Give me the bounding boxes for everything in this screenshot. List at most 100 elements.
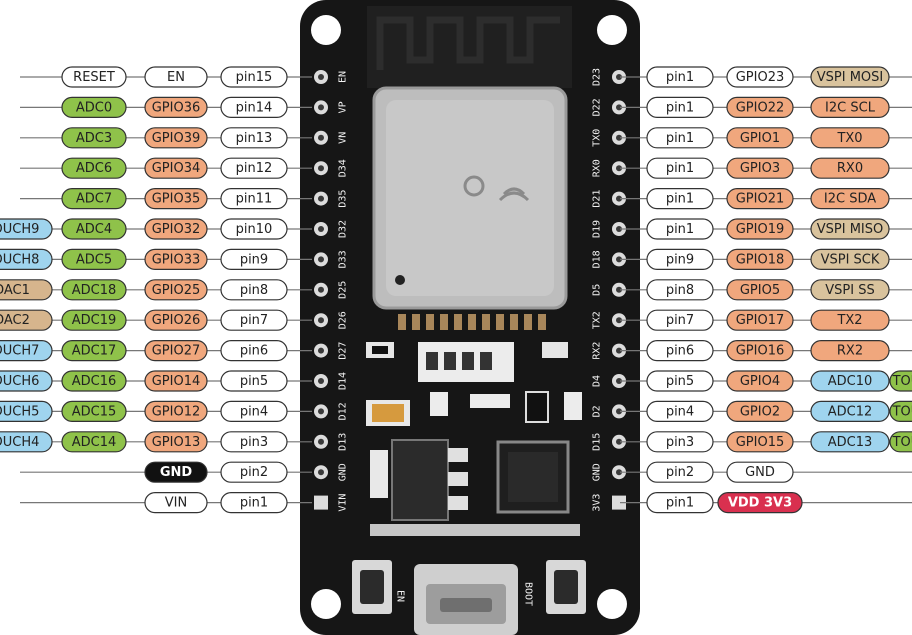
left-silk-label: D35 — [338, 190, 349, 208]
left-silk-label: VN — [338, 132, 349, 144]
right-pin-label: pin6 — [646, 340, 714, 362]
left-header-pin: D33 — [314, 250, 349, 268]
left-pin-label: pin2 — [220, 461, 288, 483]
left-silk-label: D12 — [338, 402, 349, 420]
right-pin-label-text: pin4 — [666, 404, 694, 419]
left-header-pin: D14 — [314, 372, 349, 390]
right-pin-label: pin1 — [646, 66, 714, 88]
left-silk-label: D25 — [338, 281, 349, 299]
left-pin-label: pin9 — [220, 248, 288, 270]
right-func-label-text: RX0 — [837, 161, 863, 176]
left-gpio-label-bg — [144, 492, 208, 514]
left-silk-label: D27 — [338, 342, 349, 360]
boot-button[interactable] — [546, 560, 586, 614]
right-pin-label-text: pin1 — [666, 496, 694, 511]
right-pin-label-bg — [646, 492, 714, 514]
right-gpio-label-bg — [726, 157, 794, 179]
right-gpio-label-text: VDD 3V3 — [728, 496, 792, 511]
left-ext-label-text: DAC1 — [0, 283, 30, 298]
left-ext-label: TOUCH8 — [0, 248, 53, 270]
right-pin-label-bg — [646, 218, 714, 240]
left-adc-label: ADC17 — [61, 340, 127, 362]
right-func-label: VSPI MISO — [810, 218, 890, 240]
left-pin-label: pin8 — [220, 279, 288, 301]
right-ext-label-text: TOUCH0 — [892, 374, 912, 389]
right-gpio-label: GPIO22 — [726, 96, 794, 119]
right-header-pin: D19 — [592, 220, 626, 238]
right-func-label: I2C SCL — [810, 96, 890, 119]
left-adc-label-bg — [61, 400, 127, 422]
right-func-label-text: I2C SCL — [825, 100, 876, 115]
right-pin-label-text: pin7 — [666, 313, 694, 328]
left-silk-label: D33 — [338, 250, 349, 268]
left-adc-label-text: ADC18 — [72, 283, 117, 298]
right-gpio-label-bg — [726, 431, 794, 453]
right-pin-label: pin2 — [646, 461, 714, 483]
left-gpio-label-bg — [144, 309, 208, 331]
left-adc-label-text: ADC4 — [76, 222, 112, 237]
left-gpio-label: GPIO25 — [144, 279, 208, 301]
right-silk-label: D19 — [592, 220, 603, 238]
wroom-module-inner — [386, 100, 554, 296]
ce-mark-icon — [463, 175, 485, 197]
left-gpio-label-text: GPIO12 — [152, 404, 201, 419]
left-pin-label-text: pin5 — [240, 374, 268, 389]
esp32-board: EN BOOT ENVPVND34D35D32D33D25D26D27D14D1… — [300, 0, 640, 635]
left-adc-label: RESET — [61, 66, 127, 88]
left-gpio-label-bg — [144, 157, 208, 179]
left-ext-label-bg — [0, 279, 53, 301]
right-pin-label-text: pin3 — [666, 435, 694, 450]
left-gpio-label-bg — [144, 400, 208, 422]
left-silk-label: D34 — [338, 159, 349, 177]
left-pin-label: pin6 — [220, 340, 288, 362]
left-ext-label-bg — [0, 431, 53, 453]
left-pin-label-text: pin8 — [240, 283, 268, 298]
left-pin-label-bg — [220, 309, 288, 331]
right-func-label-text: VSPI SCK — [821, 252, 880, 267]
left-pin-label: pin15 — [220, 66, 288, 88]
left-adc-label-text: ADC17 — [72, 344, 117, 359]
right-gpio-label-bg — [726, 400, 794, 422]
right-header-pin: TX0 — [592, 129, 626, 147]
left-gpio-label: GPIO36 — [144, 96, 208, 119]
right-ext-label: TOUCH2 — [889, 400, 912, 422]
left-pin-label: pin4 — [220, 400, 288, 422]
right-gpio-label: GPIO5 — [726, 279, 794, 301]
right-func-label-text: VSPI MISO — [817, 222, 884, 237]
right-pin-label: pin7 — [646, 309, 714, 331]
left-pin-label-bg — [220, 431, 288, 453]
left-gpio-label-text: GPIO13 — [152, 435, 201, 450]
right-gpio-label-bg — [726, 461, 794, 483]
right-silk-label: 3V3 — [592, 494, 603, 512]
left-gpio-label-text: GPIO36 — [152, 100, 201, 115]
right-func-label-bg — [810, 370, 890, 392]
pin1-dot — [395, 275, 405, 285]
right-func-label-text: TX0 — [836, 131, 862, 146]
right-silk-label: D22 — [592, 98, 603, 116]
right-gpio-label: GPIO21 — [726, 188, 794, 210]
right-header-pins: D23D22TX0RX0D21D19D18D5TX2RX2D4D2D15GND3… — [592, 68, 626, 512]
left-pin-label: pin11 — [220, 188, 288, 210]
left-silk-label: EN — [338, 71, 349, 83]
right-pin-label-bg — [646, 157, 714, 179]
right-pin-label-bg — [646, 66, 714, 88]
left-gpio-label: VIN — [144, 492, 208, 514]
micro-usb-port[interactable] — [414, 564, 518, 635]
right-func-label-bg — [810, 96, 890, 119]
left-gpio-label-text: GPIO27 — [152, 344, 201, 359]
right-gpio-label: GPIO19 — [726, 218, 794, 240]
left-adc-label: ADC16 — [61, 370, 127, 392]
left-pin-label-bg — [220, 492, 288, 514]
left-silk-label: VIN — [338, 494, 349, 512]
left-pin-label-text: pin4 — [240, 404, 268, 419]
right-gpio-label-bg — [717, 492, 803, 514]
en-button[interactable] — [352, 560, 392, 614]
left-pin-label-bg — [220, 340, 288, 362]
right-silk-label: RX0 — [592, 159, 603, 177]
right-pin-label: pin1 — [646, 127, 714, 149]
mounting-hole-bottom-left — [311, 589, 341, 619]
left-ext-label-bg — [0, 309, 53, 331]
left-gpio-label-text: GPIO33 — [152, 252, 201, 267]
right-gpio-label: GPIO23 — [726, 66, 794, 88]
